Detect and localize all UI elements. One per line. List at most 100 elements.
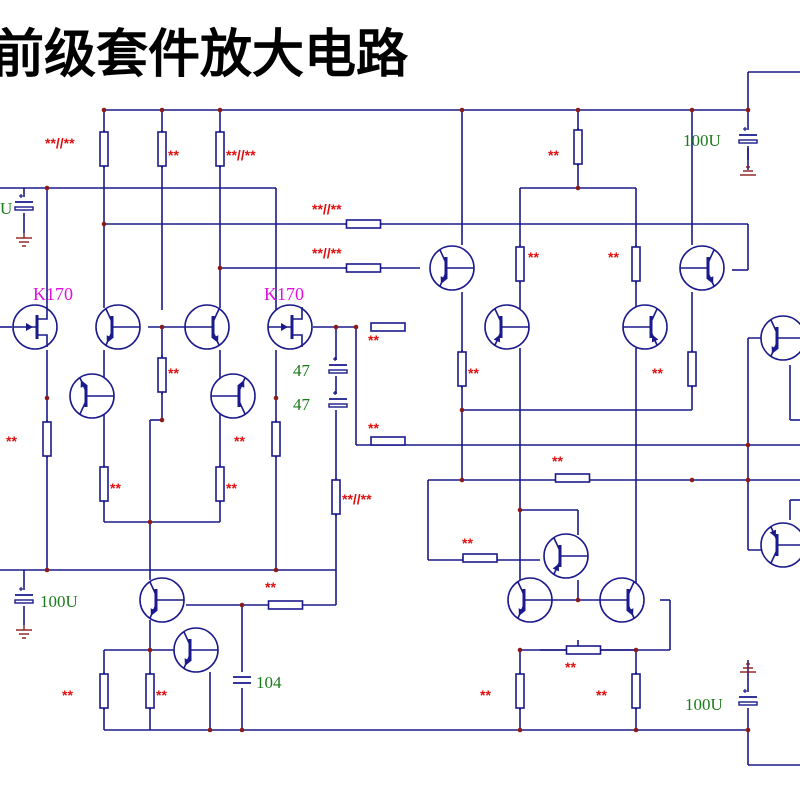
resistor [215, 466, 225, 502]
junction-dot [44, 567, 50, 573]
transistor-arrow [237, 379, 245, 388]
resistor [99, 673, 109, 709]
resistor [271, 421, 281, 457]
junction-dot [273, 395, 279, 401]
junction-dot [745, 477, 751, 483]
transistor-collector [517, 581, 525, 596]
resistor-label: ** [468, 365, 479, 381]
junction-dot [159, 324, 165, 330]
wires [0, 71, 800, 766]
transistor-collector [149, 581, 157, 596]
resistor [631, 246, 641, 282]
resistor [462, 553, 498, 563]
electrolytic-capacitor-plate [738, 701, 758, 706]
transistor-collector [627, 581, 635, 596]
resistor [565, 645, 602, 655]
capacitor-label: 47 [293, 361, 311, 380]
junction-dot [459, 477, 465, 483]
capacitor-label: 100U [685, 695, 723, 714]
transistor-collector [707, 249, 715, 264]
resistor [157, 131, 167, 167]
resistor-label: ** [552, 453, 563, 469]
junction-dot [575, 185, 581, 191]
transistor-arrow [771, 346, 779, 355]
transistor-collector [770, 549, 778, 564]
resistor-label: ** [596, 687, 607, 703]
resistor [515, 673, 525, 709]
resistor-label: ** [168, 365, 179, 381]
resistor-label: ** [462, 535, 473, 551]
resistor [457, 351, 467, 387]
resistor-label: ** [368, 420, 379, 436]
junction-dot [459, 407, 465, 413]
resistor-label: ** [368, 332, 379, 348]
resistor-label: ** [652, 365, 663, 381]
capacitor-label: U [0, 199, 12, 218]
junction-dot [147, 519, 153, 525]
transistor-arrow [150, 608, 158, 617]
transistor-arrow [184, 658, 192, 667]
electrolytic-capacitor-plate [328, 403, 348, 408]
junction-dot [44, 185, 50, 191]
junction-dot [517, 727, 523, 733]
resistor-label: **//** [312, 201, 342, 217]
electrolytic-capacitor-plate [738, 139, 758, 144]
electrolytic-capacitor-plate [14, 599, 34, 604]
resistor-label: ** [62, 687, 73, 703]
transistor-arrow [651, 334, 659, 343]
resistor [99, 131, 109, 167]
junction-dot [239, 602, 245, 608]
junction-dot [517, 647, 523, 653]
junction-dot [689, 477, 695, 483]
capacitor-label: 104 [256, 673, 282, 692]
resistor-label: ** [528, 249, 539, 265]
junction-dot [633, 727, 639, 733]
resistor [215, 131, 225, 167]
resistor-label: ** [548, 147, 559, 163]
junction-dot [159, 417, 165, 423]
junction-dot [575, 597, 581, 603]
transistor-arrow [211, 335, 219, 344]
junction-dot [689, 107, 695, 113]
junction-dot [745, 442, 751, 448]
junction-dot [633, 647, 639, 653]
junction-dot [517, 507, 523, 513]
junction-dot [575, 107, 581, 113]
junction-dot [745, 727, 751, 733]
resistor-label: **//** [342, 491, 372, 507]
annotations: **//** ** **//** ** **//** **//** ** ** ** ** ** **… [0, 131, 723, 714]
resistor [554, 473, 591, 483]
jfet-label: K170 [264, 284, 304, 304]
resistor [145, 673, 155, 709]
junction-dot [44, 395, 50, 401]
junction-dot [459, 107, 465, 113]
capacitor-gap [233, 672, 251, 688]
resistor [631, 673, 641, 709]
resistor [345, 219, 382, 229]
junction-dot [273, 567, 279, 573]
electrolytic-capacitor-plate [14, 206, 34, 211]
diagram-title: 前级套件放大电路 [0, 25, 409, 85]
capacitor-label: 100U [683, 131, 721, 150]
junction-dot [333, 324, 339, 330]
transistor-collector [212, 308, 220, 323]
junction-dot [217, 265, 223, 271]
transistor-arrow [626, 608, 634, 617]
jfet-label: K170 [33, 284, 73, 304]
resistor [157, 357, 167, 393]
junction-dot [159, 107, 165, 113]
junction-dot [745, 107, 751, 113]
junction-dot [147, 647, 153, 653]
resistor-label: ** [480, 687, 491, 703]
resistor-label: **//** [312, 245, 342, 261]
capacitor-label: 100U [40, 592, 78, 611]
junction-dot [101, 107, 107, 113]
resistor [42, 421, 52, 457]
junction-dot [239, 727, 245, 733]
transistor-collector [238, 400, 246, 415]
junction-dot [217, 107, 223, 113]
resistor-label: **//** [226, 147, 256, 163]
transistor-arrow [80, 379, 88, 388]
resistor [370, 322, 406, 332]
